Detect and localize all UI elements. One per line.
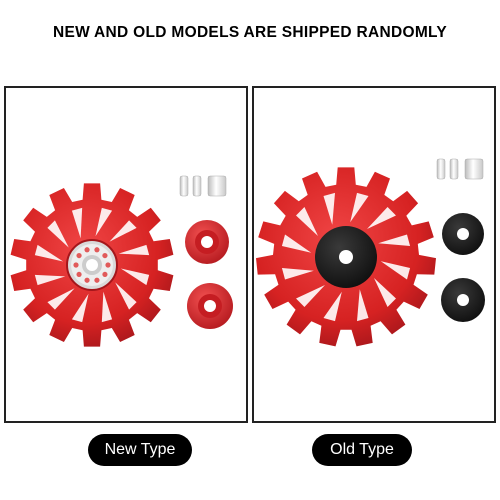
new-type-label: New Type [88,434,192,466]
spoke-window [380,261,411,280]
old-pulley [256,167,436,347]
bearing-ball [102,271,108,278]
bearing-ball [102,252,108,259]
spoke-window [71,207,83,239]
bearing-ball [73,262,79,268]
bearing-ball [84,277,90,283]
old-type-label: Old Type [312,434,412,466]
new-pulley [10,183,174,347]
product-illustration [10,158,485,347]
new-washer-bottom [187,283,233,329]
new-spacers [179,175,227,197]
spoke-window [47,220,69,248]
spoke-window [373,278,396,307]
bearing-hole [86,259,98,271]
bearing-ball [84,247,90,253]
spoke-window [281,267,314,280]
spoke-window [115,282,137,310]
bearing-balls [73,247,111,283]
spoke-window [109,220,137,242]
spoke-window [296,207,319,236]
bearing-ball [76,271,82,278]
bearing-ball [94,247,100,253]
spoke-window [350,192,369,223]
spoke-window [367,207,396,230]
old-cap-hole [339,250,353,264]
spoke-window [95,207,113,237]
old-washer-top [442,213,484,255]
spoke-window [378,234,411,247]
new-washer-top [185,220,229,264]
old-washer-bottom [441,278,485,322]
spoke-window [71,293,89,323]
bearing-ball [94,277,100,283]
bearing-ball [76,252,82,259]
spoke-window [34,274,66,286]
spoke-window [120,268,150,286]
spoke-window [296,284,325,307]
headline: NEW AND OLD MODELS ARE SHIPPED RANDOMLY [52,24,448,41]
spoke-window [101,291,113,323]
spoke-window [47,288,75,310]
bearing-ball [105,262,111,268]
spoke-window [118,244,150,256]
spoke-window [356,289,369,322]
spoke-window [323,192,336,225]
old-spacers [436,158,484,180]
spoke-window [281,234,312,253]
spoke-window [323,291,342,322]
spoke-window [34,244,64,262]
